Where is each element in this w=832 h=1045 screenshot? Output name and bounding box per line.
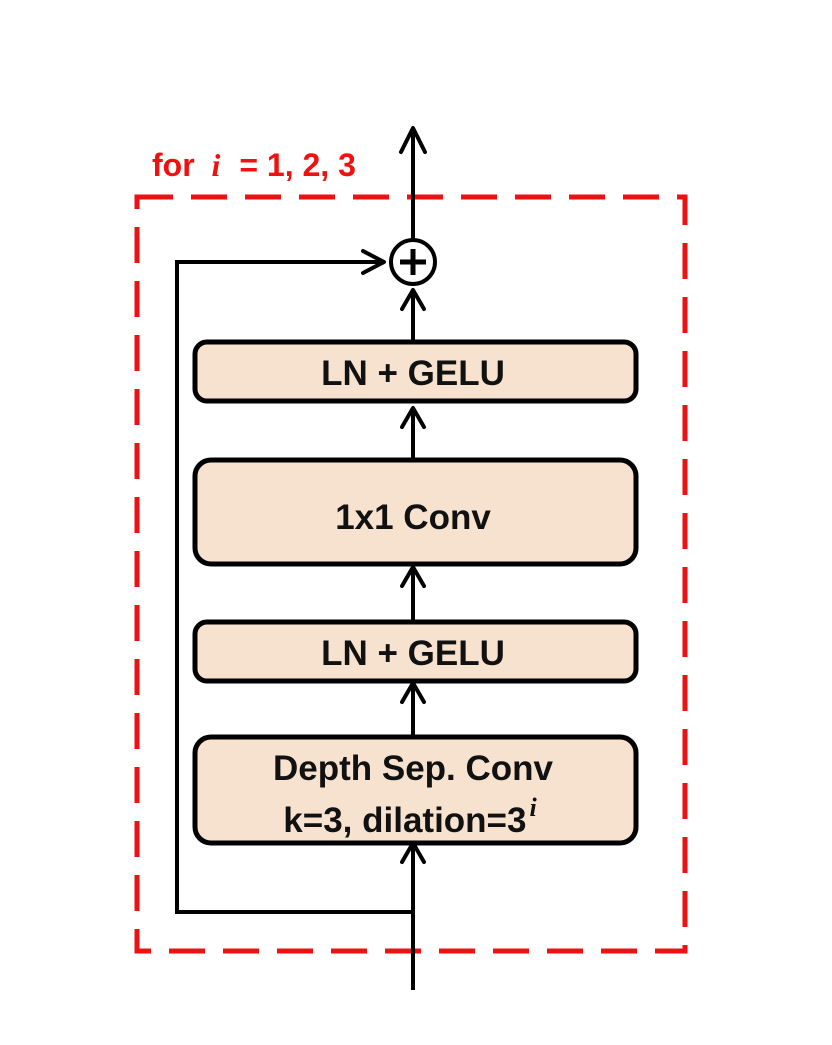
conv-1x1-label: 1x1 Conv <box>335 498 491 537</box>
loop-variable: i <box>212 147 221 183</box>
dilation-exponent: i <box>529 793 537 822</box>
arrowhead-into-ln-top <box>400 406 426 429</box>
depth-sep-conv-line1: Depth Sep. Conv <box>273 749 554 788</box>
skip-connection <box>175 260 413 914</box>
ln-gelu-top-label: LN + GELU <box>321 354 505 393</box>
plus-circle-icon <box>389 238 437 286</box>
ln-gelu-block-bottom <box>192 619 639 684</box>
loop-values: = 1, 2, 3 <box>239 147 356 183</box>
arrowhead-output <box>399 126 427 154</box>
arrowhead-into-conv <box>400 565 426 588</box>
arrowhead-skip <box>361 249 386 275</box>
depth-sep-conv-params: k=3, dilation=3 <box>283 801 526 840</box>
loop-prefix: for <box>152 147 195 183</box>
ln-gelu-block-top <box>192 339 639 404</box>
depth-sep-conv-block <box>192 734 639 846</box>
arrowhead-into-sum <box>400 288 426 311</box>
ln-gelu-bottom-label: LN + GELU <box>321 634 505 673</box>
loop-label: for i = 1, 2, 3 <box>152 147 356 183</box>
conv-1x1-block <box>192 457 639 567</box>
